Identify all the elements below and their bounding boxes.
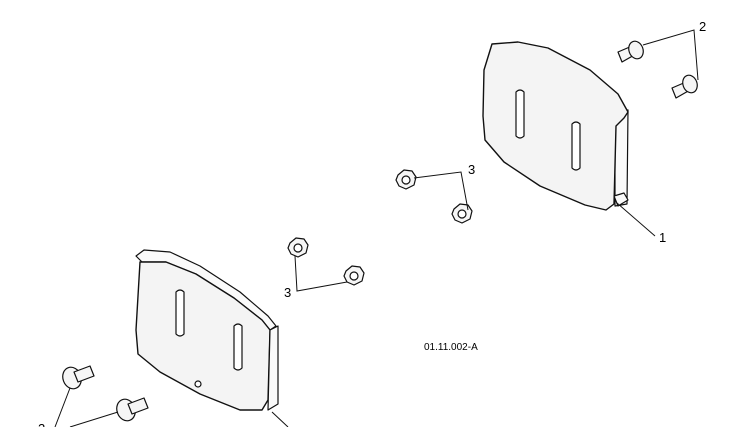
flange-nut-c bbox=[287, 237, 309, 258]
carriage-bolt-lower-left-b bbox=[116, 397, 149, 422]
drawing-reference-code: 01.11.002-A bbox=[424, 342, 478, 353]
callout-skid-shoe: 1 bbox=[659, 230, 666, 245]
carriage-bolt-lower-left-a bbox=[62, 365, 95, 390]
carriage-bolt-lower bbox=[671, 74, 698, 99]
skid-shoe-upper bbox=[482, 41, 629, 211]
callout-lower-left: 2 bbox=[38, 421, 45, 427]
flange-nut-d bbox=[343, 265, 365, 286]
flange-nut-b bbox=[451, 203, 473, 224]
callout-flange-nut-upper: 3 bbox=[468, 162, 475, 177]
carriage-bolt-upper bbox=[617, 40, 644, 63]
callout-flange-nut-lower: 3 bbox=[284, 285, 291, 300]
flange-nut-a bbox=[395, 169, 417, 190]
callout-carriage-bolt: 2 bbox=[699, 19, 706, 34]
skid-shoe-lower bbox=[135, 249, 279, 411]
